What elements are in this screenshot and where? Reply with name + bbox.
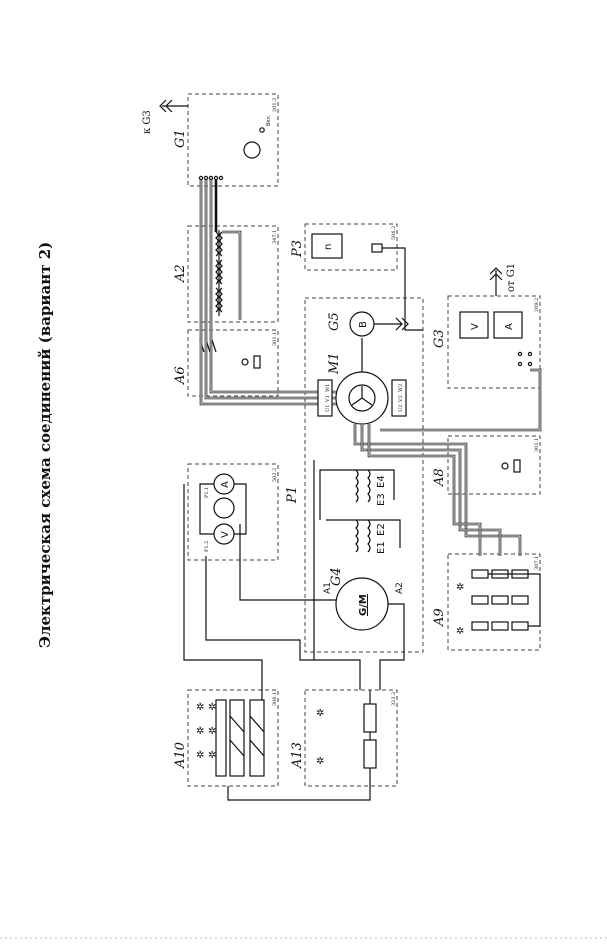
label-g5: G5 [327,312,342,331]
label-g1: G1 [173,129,188,148]
label-a9: A9 [432,608,447,627]
code-p1: 502.2 [272,468,278,482]
m1-u2: U2 [398,405,404,412]
m1-u1: U1 [325,405,331,412]
g1-terminals [198,175,224,181]
winding-e1: E1 [376,541,387,554]
block-p3 [304,223,398,271]
block-a8 [447,435,541,495]
block-a10 [187,689,279,787]
code-a10: 306.1 [272,692,278,706]
a8-breaker [501,459,521,473]
label-m1: M1 [327,352,342,375]
g5-output [374,317,409,331]
svg-text:✲: ✲ [196,702,204,713]
code-g3: 209.2 [534,298,540,312]
g1-lamp [259,127,265,133]
g3-input-arrow [489,267,503,296]
a2-transformer-coils [215,230,223,316]
block-g3 [447,295,541,389]
ref-from-g1: от G1 [506,263,517,292]
svg-text:✲: ✲ [208,702,216,713]
label-a10: A10 [173,742,188,769]
code-a9: 307.1 [534,556,540,570]
code-a13: 323.2 [391,692,397,706]
label-g3: G3 [432,329,447,348]
m1-star-symbol [351,386,373,406]
block-m1 [304,297,424,653]
g5-symbol: B [358,321,369,328]
svg-text:✲: ✲ [208,726,216,737]
p1-sub2: P1.2 [204,541,210,552]
code-a6: 301.1 [272,332,278,346]
g1-arrow-out [159,99,188,113]
p1-sub1: P1.1 [204,487,210,498]
g4-symbol: G/M [358,594,369,616]
block-a13 [304,689,398,787]
label-a6: A6 [173,366,188,385]
g3-voltmeter [459,311,489,339]
a13-resistors [363,690,377,786]
g3-ammeter [493,311,523,339]
g3-v-symbol: V [470,323,481,330]
a10-lamps: ✲ ✲ ✲ ✲ ✲ ✲ [196,702,216,761]
code-a2: 347.1 [272,230,278,244]
p1-wattmeter [213,497,235,519]
rotor-bus [353,368,542,556]
block-p1 [187,463,279,561]
p1-a-symbol: A [220,481,231,488]
g3-a-symbol: A [504,323,515,330]
block-a2 [187,225,279,323]
label-p1: P1 [285,486,300,504]
label-a13: A13 [290,742,305,769]
block-a6 [187,329,279,397]
block-g1 [187,93,279,187]
a9-lamps: ✲ ✲ [456,582,464,637]
winding-e2: E2 [376,523,387,536]
g4-a1: A1 [323,582,333,594]
label-g4: G4 [329,567,344,586]
a10-resistors [215,699,265,777]
winding-e3: E3 [376,493,387,506]
p3-wire [382,247,423,331]
field-winding-e1-e2 [355,519,371,553]
svg-text:✲: ✲ [196,726,204,737]
a6-breaker [199,339,261,369]
code-p3: 506.2 [391,226,397,240]
g3-terminals [517,351,533,367]
m1-w2: W2 [398,384,404,392]
m1-v2: V2 [398,395,404,403]
m1-v1: V1 [325,395,331,403]
ref-to-g3: к G3 [142,110,153,134]
svg-text:✲: ✲ [316,756,324,767]
g1-knob [243,141,261,159]
svg-text:✲: ✲ [208,750,216,761]
label-a8: A8 [432,468,447,487]
g4-a2: A2 [395,582,405,594]
three-phase-bus [199,180,340,406]
dc-circuit-wires [183,460,405,801]
label-a2: A2 [173,264,188,283]
label-p3: P3 [290,240,305,258]
field-winding-e3-e4 [355,469,371,503]
diagram-title: Электрическая схема соединений (вариант … [36,242,54,648]
code-a8: 301.1 [534,438,540,452]
svg-text:✲: ✲ [316,708,324,719]
g1-on-label: Вкл. [266,114,272,126]
code-g1: 201.2 [272,98,278,112]
p3-connector [371,243,383,253]
m1-w1: W1 [325,384,331,392]
svg-text:✲: ✲ [456,626,464,637]
a9-resistors [471,569,541,631]
p1-v-symbol: V [220,531,231,538]
a13-lamps: ✲✲ [316,708,324,767]
p3-speed-display [311,233,343,259]
svg-text:✲: ✲ [456,582,464,593]
svg-text:✲: ✲ [196,750,204,761]
p3-speed-symbol: n [323,244,334,250]
winding-e4: E4 [376,475,387,488]
